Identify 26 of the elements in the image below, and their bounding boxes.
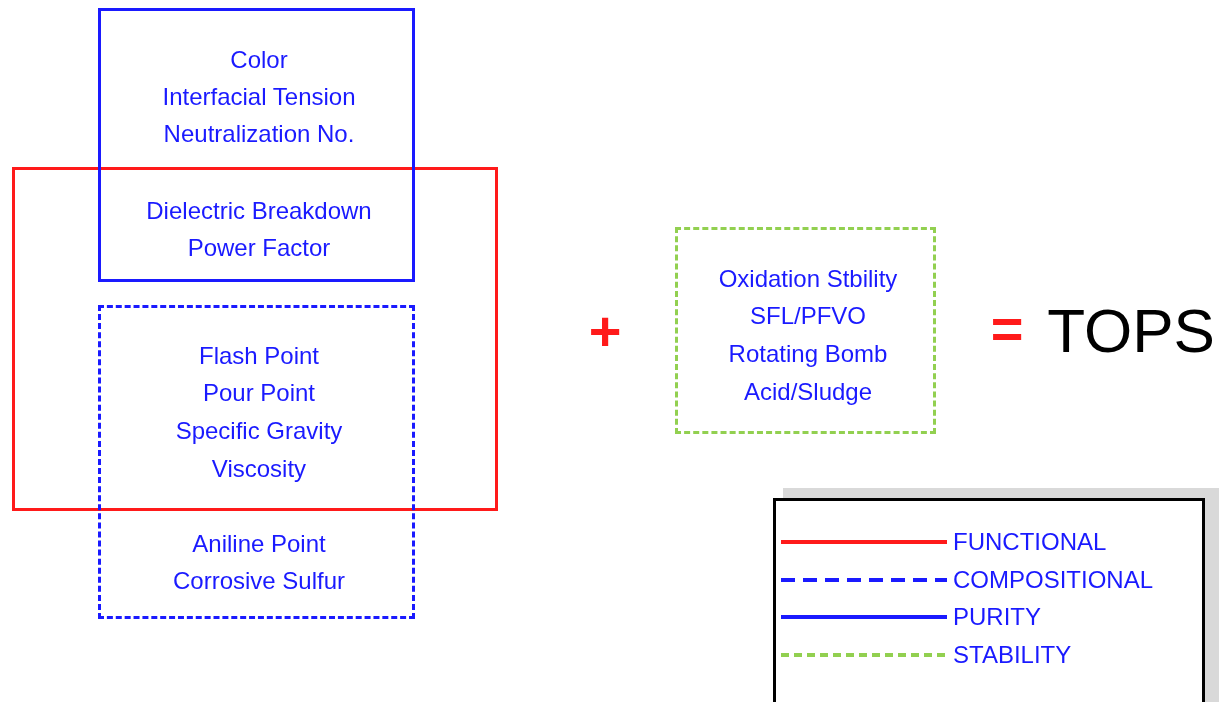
compositional-box <box>98 305 415 619</box>
test-name: Oxidation Stbility <box>718 265 898 293</box>
test-name: Aniline Point <box>192 530 326 558</box>
legend-label: COMPOSITIONAL <box>953 565 1154 594</box>
result-label: TOPS <box>1047 294 1215 366</box>
test-name: Corrosive Sulfur <box>172 567 346 595</box>
test-name: Interfacial Tension <box>162 83 356 111</box>
test-name: SFL/PFVO <box>750 302 866 330</box>
test-name: Specific Gravity <box>175 417 343 445</box>
test-name: Rotating Bomb <box>728 340 888 368</box>
test-name: Pour Point <box>202 379 316 407</box>
test-name: Flash Point <box>198 342 320 370</box>
test-name: Power Factor <box>187 234 331 262</box>
legend-label: PURITY <box>953 603 1041 632</box>
test-name: Acid/Sludge <box>743 378 873 406</box>
test-name: Dielectric Breakdown <box>146 197 372 225</box>
test-name: Viscosity <box>211 455 307 483</box>
stability-box <box>675 227 936 434</box>
test-name: Color <box>230 46 288 74</box>
functional-box <box>12 167 498 511</box>
equals-sign: = <box>990 295 1024 361</box>
purity-box <box>98 8 415 282</box>
legend-label: FUNCTIONAL <box>953 528 1107 556</box>
test-name: Neutralization No. <box>163 120 355 148</box>
legend-label: STABILITY <box>953 641 1072 670</box>
plus-sign: + <box>588 297 622 363</box>
